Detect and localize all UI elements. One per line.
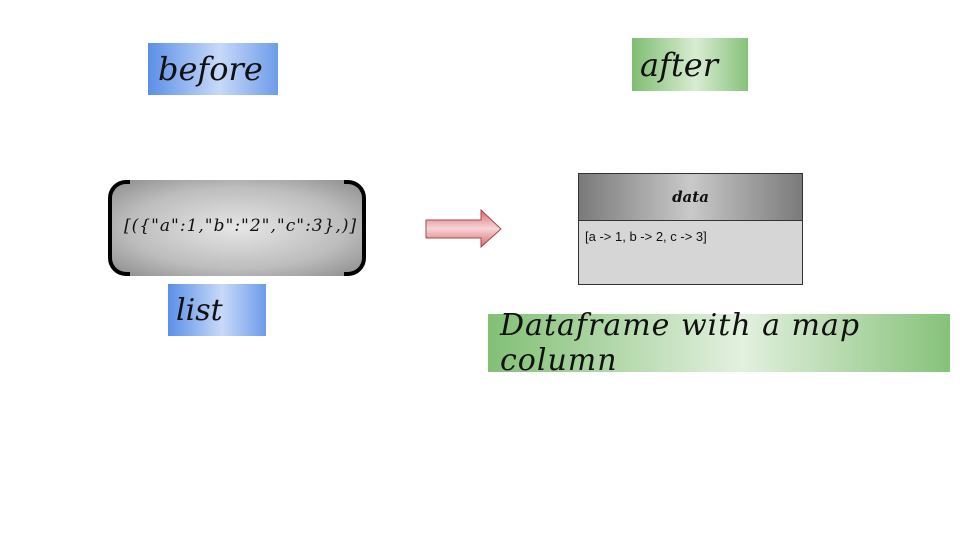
dataframe-caption: Dataframe with a map column: [488, 308, 950, 378]
list-label: list: [168, 284, 266, 336]
right-arrow-icon: [425, 209, 502, 249]
dataframe-table: data [a -> 1, b -> 2, c -> 3]: [578, 173, 803, 285]
list-content: [({"a":1,"b":"2","c":3},)]: [124, 216, 358, 236]
after-label: after: [632, 38, 748, 91]
right-bracket: [344, 180, 366, 276]
left-bracket: [108, 180, 130, 276]
column-header: data: [579, 174, 802, 221]
list-box: [({"a":1,"b":"2","c":3},)]: [108, 180, 366, 276]
table-cell: [a -> 1, b -> 2, c -> 3]: [585, 229, 707, 244]
before-label: before: [148, 43, 278, 95]
